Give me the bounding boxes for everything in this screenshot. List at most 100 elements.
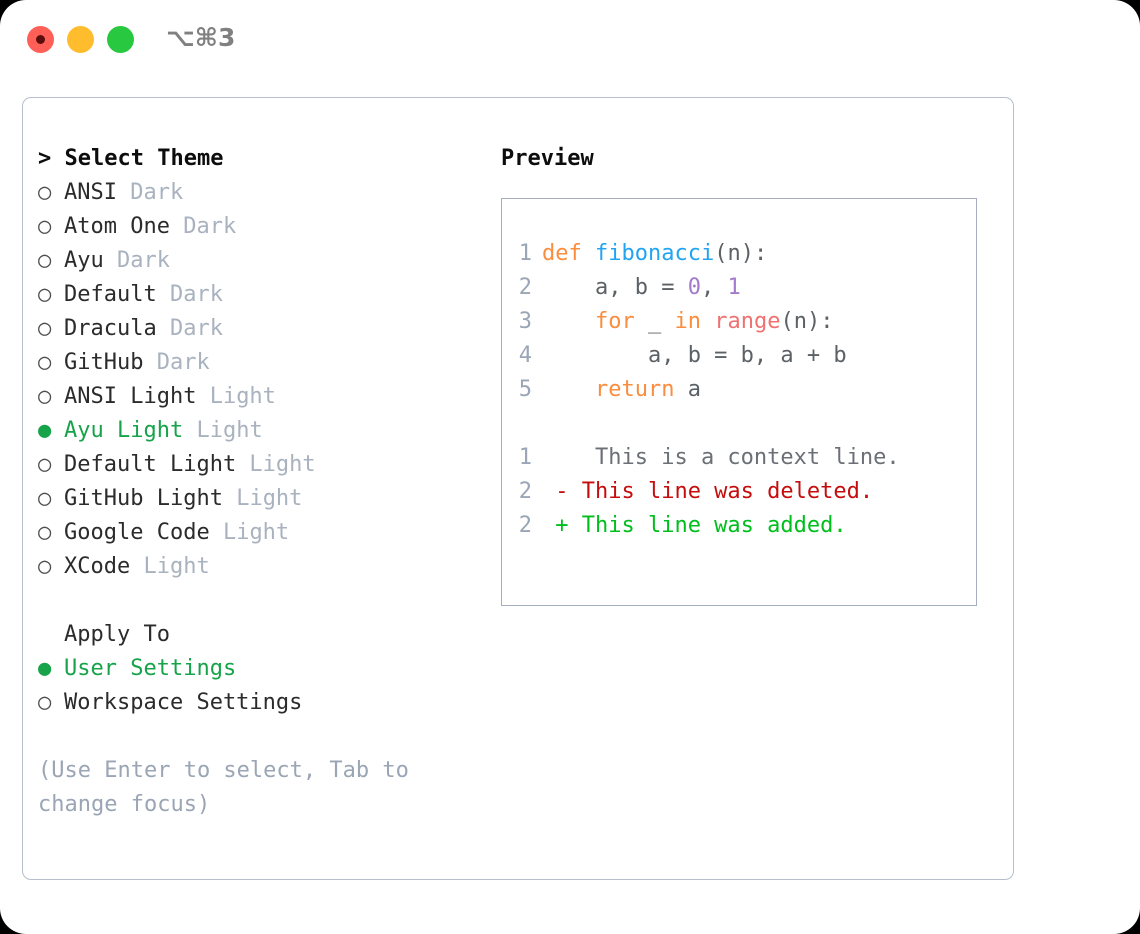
theme-option-label: GitHub bbox=[64, 350, 144, 375]
theme-option-kind-badge: Light bbox=[236, 452, 316, 477]
theme-option-atom-one[interactable]: ○ Atom One Dark bbox=[38, 210, 488, 244]
theme-option-xcode[interactable]: ○ XCode Light bbox=[38, 550, 488, 584]
code-token-kw: def bbox=[542, 241, 595, 266]
preview-gap bbox=[502, 407, 976, 441]
code-token-plain: _ bbox=[634, 309, 675, 334]
code-token-plain: a, b = bbox=[542, 275, 688, 300]
code-token-plain bbox=[542, 309, 595, 334]
code-token-call: range bbox=[714, 309, 781, 334]
code-token-plain: a, b = b, a + b bbox=[542, 343, 847, 368]
theme-option-label: Atom One bbox=[64, 214, 170, 239]
code-token-plain bbox=[542, 377, 595, 402]
code-token-num: 1 bbox=[727, 275, 741, 300]
theme-option-github-light[interactable]: ○ GitHub Light Light bbox=[38, 482, 488, 516]
theme-option-kind-badge: Light bbox=[130, 554, 210, 579]
radio-unselected-icon: ○ bbox=[38, 282, 52, 307]
theme-option-ayu[interactable]: ○Ayu Dark bbox=[38, 244, 488, 278]
code-line: 4 a, b = b, a + b bbox=[502, 339, 976, 373]
theme-option-ansi[interactable]: ○ANSI Dark bbox=[38, 176, 488, 210]
radio-unselected-icon: ○ bbox=[38, 520, 52, 545]
maximize-window-button[interactable] bbox=[107, 26, 134, 53]
radio-unselected-icon: ○ bbox=[38, 452, 52, 477]
code-line-number: 3 bbox=[518, 309, 532, 334]
code-token-kw: in bbox=[674, 309, 701, 334]
theme-option-label: GitHub Light bbox=[64, 486, 223, 511]
code-token-plain: (n): bbox=[780, 309, 834, 334]
diff-line-text: - This line was deleted. bbox=[542, 479, 874, 504]
code-token-plain: a bbox=[674, 377, 701, 402]
code-line-number: 5 bbox=[518, 377, 532, 402]
code-token-plain bbox=[701, 309, 714, 334]
select-theme-label: Select Theme bbox=[64, 146, 224, 171]
diff-line-add: 2 + This line was added. bbox=[502, 509, 976, 543]
code-line: 3 for _ in range(n): bbox=[502, 305, 976, 339]
code-line-number: 2 bbox=[518, 275, 532, 300]
keyboard-hint: (Use Enter to select, Tab to change focu… bbox=[38, 758, 409, 817]
theme-option-kind-badge: Dark bbox=[143, 350, 210, 375]
theme-option-label: ANSI Light bbox=[64, 384, 197, 409]
radio-unselected-icon: ○ bbox=[38, 350, 52, 375]
apply-to-option-user-settings[interactable]: ● User Settings bbox=[38, 652, 488, 686]
code-token-plain: (n): bbox=[714, 241, 768, 266]
theme-option-label: XCode bbox=[64, 554, 131, 579]
select-theme-heading: > Select Theme bbox=[38, 142, 488, 176]
theme-option-default[interactable]: ○Default Dark bbox=[38, 278, 488, 312]
code-line: 5 return a bbox=[502, 373, 976, 407]
minimize-window-button[interactable] bbox=[67, 26, 94, 53]
theme-option-kind-badge: Light bbox=[209, 520, 290, 545]
theme-option-label: Google Code bbox=[64, 520, 210, 545]
code-line-number: 1 bbox=[518, 241, 532, 266]
apply-to-heading: Apply To bbox=[64, 622, 170, 647]
radio-unselected-icon: ○ bbox=[38, 248, 52, 273]
apply-to-option-workspace-settings[interactable]: ○ Workspace Settings bbox=[38, 686, 488, 720]
code-token-plain: , bbox=[700, 275, 728, 300]
theme-option-kind-badge: Dark bbox=[103, 248, 170, 273]
radio-unselected-icon: ○ bbox=[38, 384, 52, 409]
theme-option-ayu-light[interactable]: ●Ayu Light Light bbox=[38, 414, 488, 448]
radio-unselected-icon: ○ bbox=[38, 690, 52, 715]
theme-option-label: Default Light bbox=[64, 452, 237, 477]
diff-line-number: 2 bbox=[518, 513, 532, 538]
apply-to-option-label: User Settings bbox=[64, 656, 237, 681]
diff-sample: 1 This is a context line.2 - This line w… bbox=[502, 441, 976, 543]
preview-heading: Preview bbox=[501, 146, 594, 171]
close-window-button[interactable] bbox=[27, 26, 54, 53]
theme-option-kind-badge: Dark bbox=[169, 214, 237, 239]
code-line-number: 4 bbox=[518, 343, 532, 368]
window-title: ⌥⌘3 bbox=[166, 23, 236, 52]
theme-option-ansi-light[interactable]: ○ANSI Light Light bbox=[38, 380, 488, 414]
theme-option-default-light[interactable]: ○ Default Light Light bbox=[38, 448, 488, 482]
radio-unselected-icon: ○ bbox=[38, 180, 52, 205]
diff-line-text: This is a context line. bbox=[542, 445, 900, 470]
theme-option-dracula[interactable]: ○Dracula Dark bbox=[38, 312, 488, 346]
radio-selected-icon: ● bbox=[38, 656, 52, 681]
theme-option-kind-badge: Light bbox=[222, 486, 303, 511]
theme-option-label: ANSI bbox=[64, 180, 117, 205]
apply-to-option-label: Workspace Settings bbox=[64, 690, 303, 715]
theme-option-google-code[interactable]: ○ Google Code Light bbox=[38, 516, 488, 550]
radio-unselected-icon: ○ bbox=[38, 214, 52, 239]
code-token-fn: fibonacci bbox=[594, 241, 715, 266]
theme-selector-card: > Select Theme ○ANSI Dark○Atom One Dark○… bbox=[22, 97, 1014, 880]
theme-option-label: Ayu Light bbox=[64, 418, 184, 443]
theme-option-label: Dracula bbox=[64, 316, 157, 341]
theme-option-list: ○ANSI Dark○Atom One Dark○Ayu Dark○Defaul… bbox=[38, 176, 488, 584]
diff-line-number: 2 bbox=[518, 479, 532, 504]
radio-unselected-icon: ○ bbox=[38, 486, 52, 511]
title-bar: ⌥⌘3 bbox=[0, 0, 1140, 78]
code-token-num: 0 bbox=[687, 275, 701, 300]
radio-unselected-icon: ○ bbox=[38, 554, 52, 579]
diff-line-del: 2 - This line was deleted. bbox=[502, 475, 976, 509]
code-line: 2 a, b = 0, 1 bbox=[502, 271, 976, 305]
list-spacer bbox=[38, 584, 488, 618]
theme-option-github[interactable]: ○ GitHub Dark bbox=[38, 346, 488, 380]
diff-line-text: + This line was added. bbox=[542, 513, 847, 538]
radio-selected-icon: ● bbox=[38, 418, 52, 443]
apply-to-option-list: ● User Settings ○ Workspace Settings bbox=[38, 652, 488, 720]
diff-line-ctx: 1 This is a context line. bbox=[502, 441, 976, 475]
radio-unselected-icon: ○ bbox=[38, 316, 52, 341]
code-line: 1 def fibonacci(n): bbox=[502, 237, 976, 271]
